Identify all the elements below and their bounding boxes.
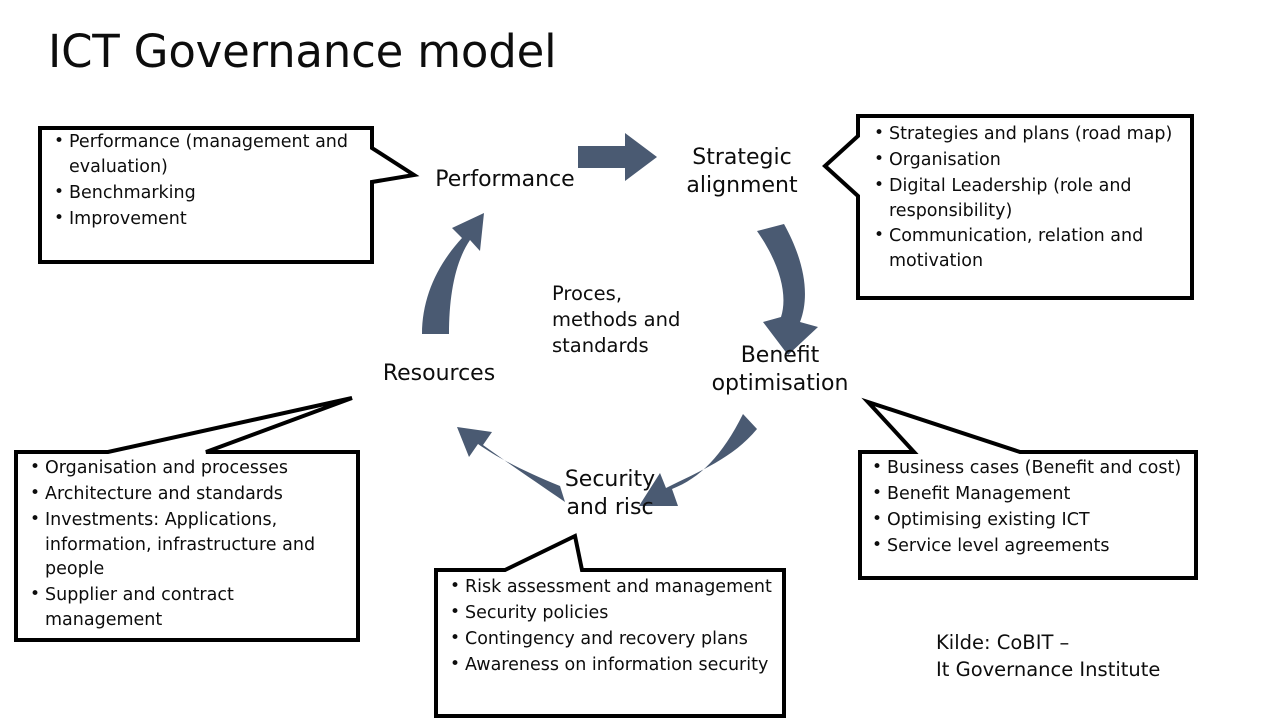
- cycle-node-benefit-optimisation: Benefit optimisation: [711, 343, 849, 396]
- list-item: Digital Leadership (role and responsibil…: [874, 173, 1184, 224]
- list-item: Organisation: [874, 147, 1184, 173]
- list-item: Awareness on information security: [450, 652, 780, 678]
- list-item: Improvement: [54, 206, 364, 232]
- list-item: Contingency and recovery plans: [450, 626, 780, 652]
- callout-resources: Organisation and processes Architecture …: [30, 455, 350, 634]
- callout-resources-list: Organisation and processes Architecture …: [30, 455, 350, 633]
- arrow-benefit-to-security: [639, 414, 757, 506]
- callout-benefit-optimisation-list: Business cases (Benefit and cost) Benefi…: [872, 455, 1192, 559]
- list-item: Communication, relation and motivation: [874, 223, 1184, 274]
- callout-performance-list: Performance (management and evaluation) …: [54, 129, 364, 232]
- arrow-resources-to-performance: [422, 213, 484, 334]
- list-item: Business cases (Benefit and cost): [872, 455, 1192, 481]
- cycle-center-label: Proces, methods and standards: [552, 282, 681, 357]
- arrow-strategic-to-benefit: [757, 224, 818, 355]
- callout-strategic-alignment: Strategies and plans (road map) Organisa…: [874, 121, 1184, 275]
- cycle-node-resources: Resources: [382, 361, 496, 386]
- callout-security-and-risc: Risk assessment and management Security …: [450, 574, 780, 678]
- list-item: Architecture and standards: [30, 481, 350, 507]
- list-item: Supplier and contract management: [30, 582, 350, 633]
- callout-benefit-optimisation: Business cases (Benefit and cost) Benefi…: [872, 455, 1192, 559]
- page-title: ICT Governance model: [48, 25, 557, 78]
- cycle-node-strategic-alignment: Strategic alignment: [686, 145, 798, 198]
- list-item: Service level agreements: [872, 533, 1192, 559]
- list-item: Strategies and plans (road map): [874, 121, 1184, 147]
- cycle-node-performance: Performance: [435, 167, 575, 192]
- cycle-node-security-and-risc: Security and risc: [564, 467, 656, 520]
- callout-strategic-alignment-list: Strategies and plans (road map) Organisa…: [874, 121, 1184, 274]
- list-item: Benefit Management: [872, 481, 1192, 507]
- source-note: Kilde: CoBIT – It Governance Institute: [936, 631, 1161, 681]
- list-item: Benchmarking: [54, 180, 364, 206]
- list-item: Organisation and processes: [30, 455, 350, 481]
- list-item: Risk assessment and management: [450, 574, 780, 600]
- arrow-performance-to-strategic: [578, 133, 657, 181]
- arrow-security-to-resources: [457, 427, 565, 502]
- list-item: Optimising existing ICT: [872, 507, 1192, 533]
- list-item: Security policies: [450, 600, 780, 626]
- list-item: Performance (management and evaluation): [54, 129, 364, 180]
- callout-security-and-risc-list: Risk assessment and management Security …: [450, 574, 780, 678]
- list-item: Investments: Applications, information, …: [30, 507, 350, 583]
- callout-performance: Performance (management and evaluation) …: [54, 129, 364, 232]
